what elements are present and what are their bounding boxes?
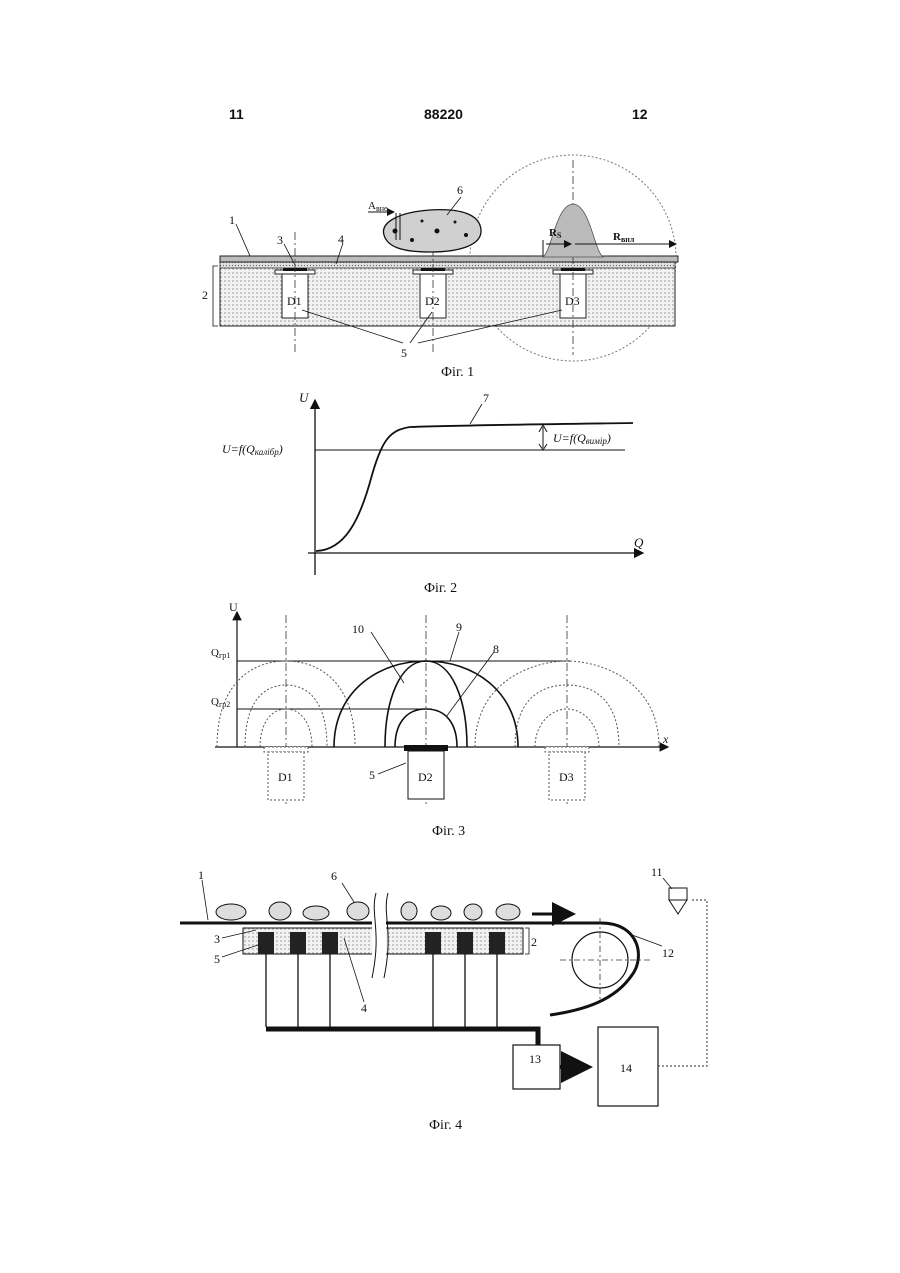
fig4-label-5: 5: [214, 952, 220, 966]
ejector-11: [669, 888, 687, 914]
fig4-label-1: 1: [198, 868, 204, 882]
label-9: 9: [456, 620, 462, 634]
fig3-axis-x: x: [662, 732, 669, 746]
fig3-sensor-label-d1: D1: [278, 770, 293, 784]
caption-fig1: Фіг. 1: [441, 365, 474, 380]
fig4-stones: [216, 902, 520, 920]
label-a: Aвне: [368, 200, 388, 213]
fig3-axis-u: U: [229, 600, 238, 614]
figure-1: D1 D2 D3 Aвне RS Rвпл 1 3 4 6: [202, 155, 678, 380]
caption-fig3: Фіг. 3: [432, 824, 465, 839]
label-8: 8: [493, 642, 499, 656]
fig4-label-2: 2: [531, 935, 537, 949]
layer-4: [220, 262, 675, 268]
caption-fig2: Фіг. 2: [424, 581, 457, 596]
data-bus: [266, 1029, 538, 1045]
figure-2: U Q U=f(Qкалібр) U=f(Qвимір) 7 Фіг. 2: [222, 390, 644, 596]
label-2: 2: [202, 288, 208, 302]
figure-3: U x Qгр1 Qгр2 D1: [211, 600, 669, 839]
belt-1: [220, 256, 678, 262]
sensor-label-d3: D3: [565, 294, 580, 308]
sensor-label-d1: D1: [287, 294, 302, 308]
label-rv: Rвпл: [613, 231, 635, 244]
label-1: 1: [229, 213, 235, 227]
caption-fig4: Фіг. 4: [429, 1118, 462, 1133]
label-4: 4: [338, 232, 344, 246]
fig3-sensor-label-d2: D2: [418, 770, 433, 784]
fig3-sensor-label-d3: D3: [559, 770, 574, 784]
figure-4: 13 14 1 6 3 5 4 2 11 12 Фіг. 4: [180, 865, 707, 1133]
label-7: 7: [483, 391, 489, 405]
fig3-label-5: 5: [369, 768, 375, 782]
label-6: 6: [457, 183, 463, 197]
qgr1-label: Qгр1: [211, 647, 230, 660]
control-line: [658, 900, 707, 1066]
fig4-label-12: 12: [662, 946, 674, 960]
stone-6: [383, 210, 481, 252]
meas-label: U=f(Qвимір): [553, 431, 611, 446]
fig4-label-3: 3: [214, 932, 220, 946]
label-5: 5: [401, 346, 407, 360]
label-3: 3: [277, 233, 283, 247]
label-13: 13: [529, 1052, 541, 1066]
fig4-label-4: 4: [361, 1001, 367, 1015]
fig4-label-6: 6: [331, 869, 337, 883]
fig4-label-11: 11: [651, 865, 663, 879]
calib-label: U=f(Qкалібр): [222, 442, 283, 457]
label-10: 10: [352, 622, 364, 636]
fig2-axis-q: Q: [634, 535, 644, 550]
label-14: 14: [620, 1061, 632, 1075]
qgr2-label: Qгр2: [211, 696, 230, 709]
sensor-label-d2: D2: [425, 294, 440, 308]
fig2-axis-u: U: [299, 390, 310, 405]
